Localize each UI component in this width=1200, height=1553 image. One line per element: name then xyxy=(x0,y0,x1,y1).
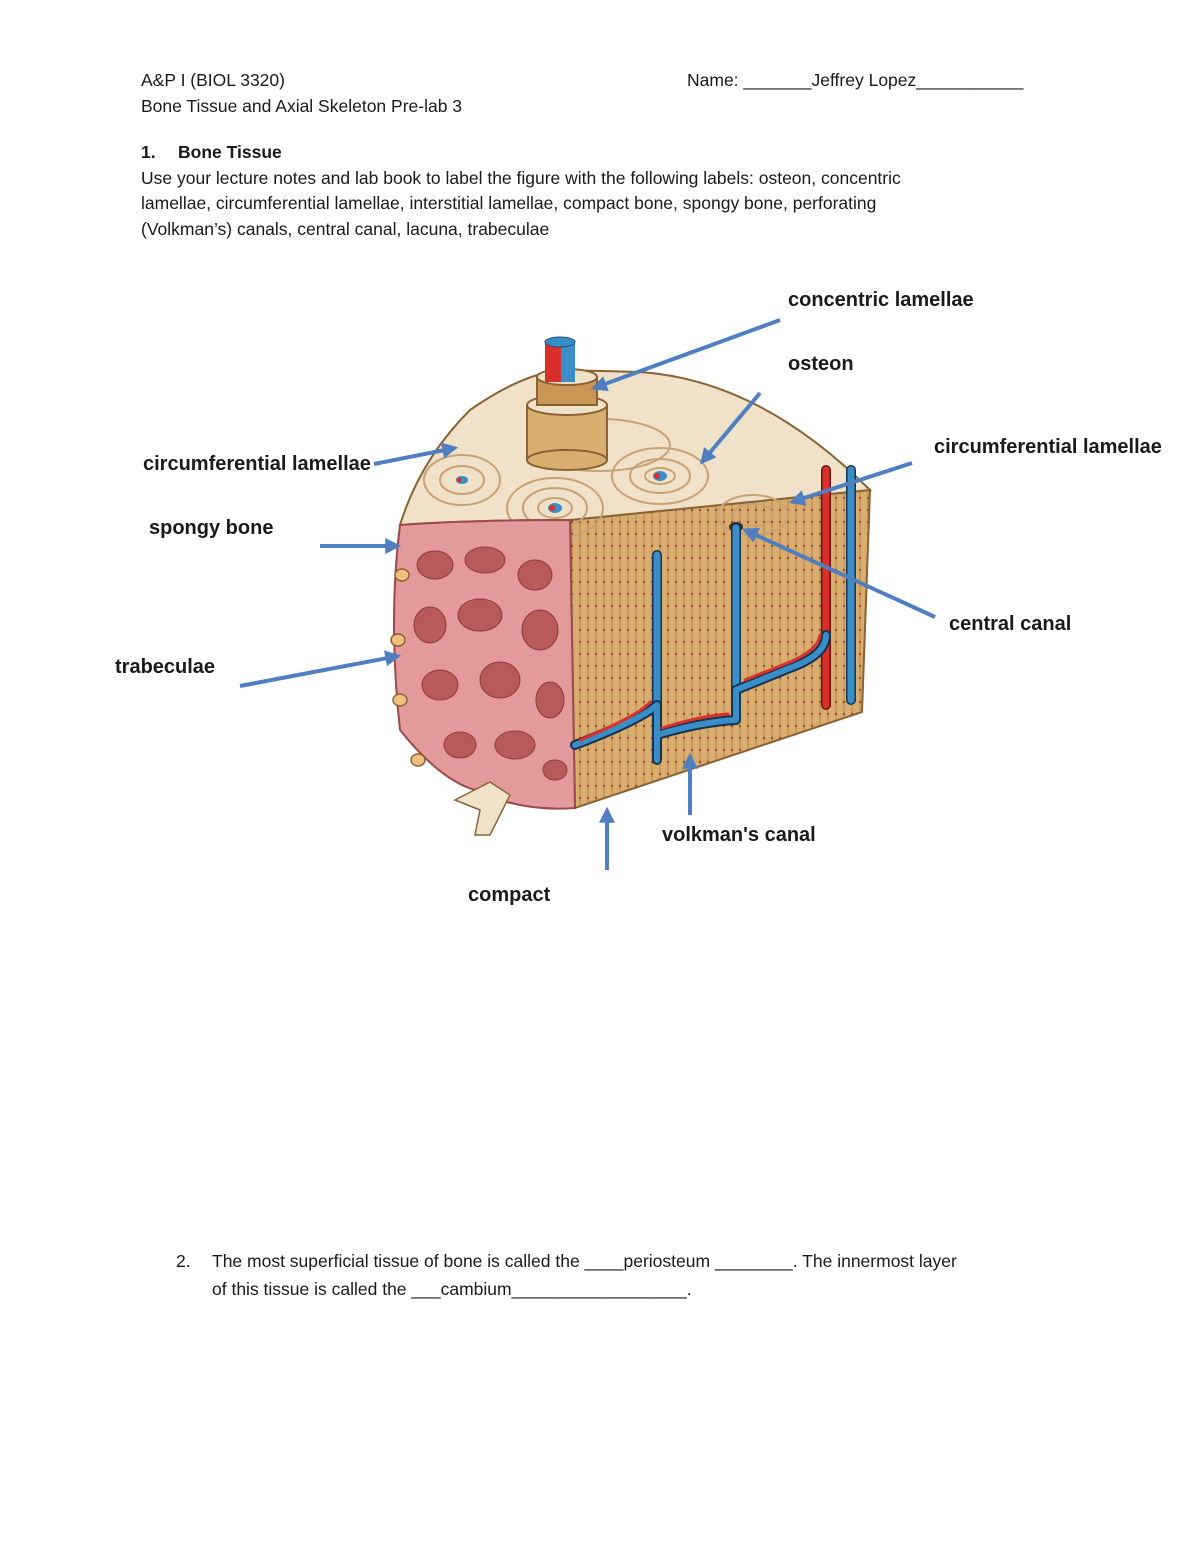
label-spongy-bone: spongy bone xyxy=(149,517,274,539)
blood-vessels xyxy=(570,465,856,765)
instructions-line-2: lamellae, circumferential lamellae, inte… xyxy=(141,193,877,213)
arrow-concentric-lamellae xyxy=(590,318,781,392)
label-compact: compact xyxy=(468,884,551,906)
question-2-number: 2. xyxy=(176,1251,191,1271)
section-1-number: 1. xyxy=(141,142,156,162)
arrow-osteon xyxy=(699,391,762,465)
section-1-title: Bone Tissue xyxy=(178,142,282,162)
lab-subtitle: Bone Tissue and Axial Skeleton Pre-lab 3 xyxy=(141,96,463,116)
instructions-line-1: Use your lecture notes and lab book to l… xyxy=(141,168,901,188)
label-circumferential-lamellae-right: circumferential lamellae xyxy=(934,436,1162,458)
compact-bone-block xyxy=(398,368,873,810)
student-name-field: Name: _______Jeffrey Lopez___________ xyxy=(687,70,1024,90)
label-volkmans-canal: volkman's canal xyxy=(662,824,816,846)
label-osteon: osteon xyxy=(788,353,854,375)
question-2-line-1: The most superficial tissue of bone is c… xyxy=(212,1251,957,1271)
arrow-circumferential-right xyxy=(788,461,913,506)
instructions-line-3: (Volkman’s) canals, central canal, lacun… xyxy=(141,219,550,239)
osteon-lamellae-tower xyxy=(526,336,608,471)
course-title: A&P I (BIOL 3320) xyxy=(141,70,285,90)
label-circumferential-lamellae-left: circumferential lamellae xyxy=(143,453,371,475)
arrow-circumferential-left xyxy=(373,442,459,466)
arrow-trabeculae xyxy=(239,650,402,688)
label-concentric-lamellae: concentric lamellae xyxy=(788,289,974,311)
label-central-canal: central canal xyxy=(949,613,1072,635)
spongy-bone xyxy=(390,518,577,836)
label-arrows xyxy=(239,318,936,870)
label-trabeculae: trabeculae xyxy=(115,656,216,678)
arrow-central-canal xyxy=(742,528,936,619)
question-2-line-2: of this tissue is called the ___cambium_… xyxy=(212,1279,692,1299)
